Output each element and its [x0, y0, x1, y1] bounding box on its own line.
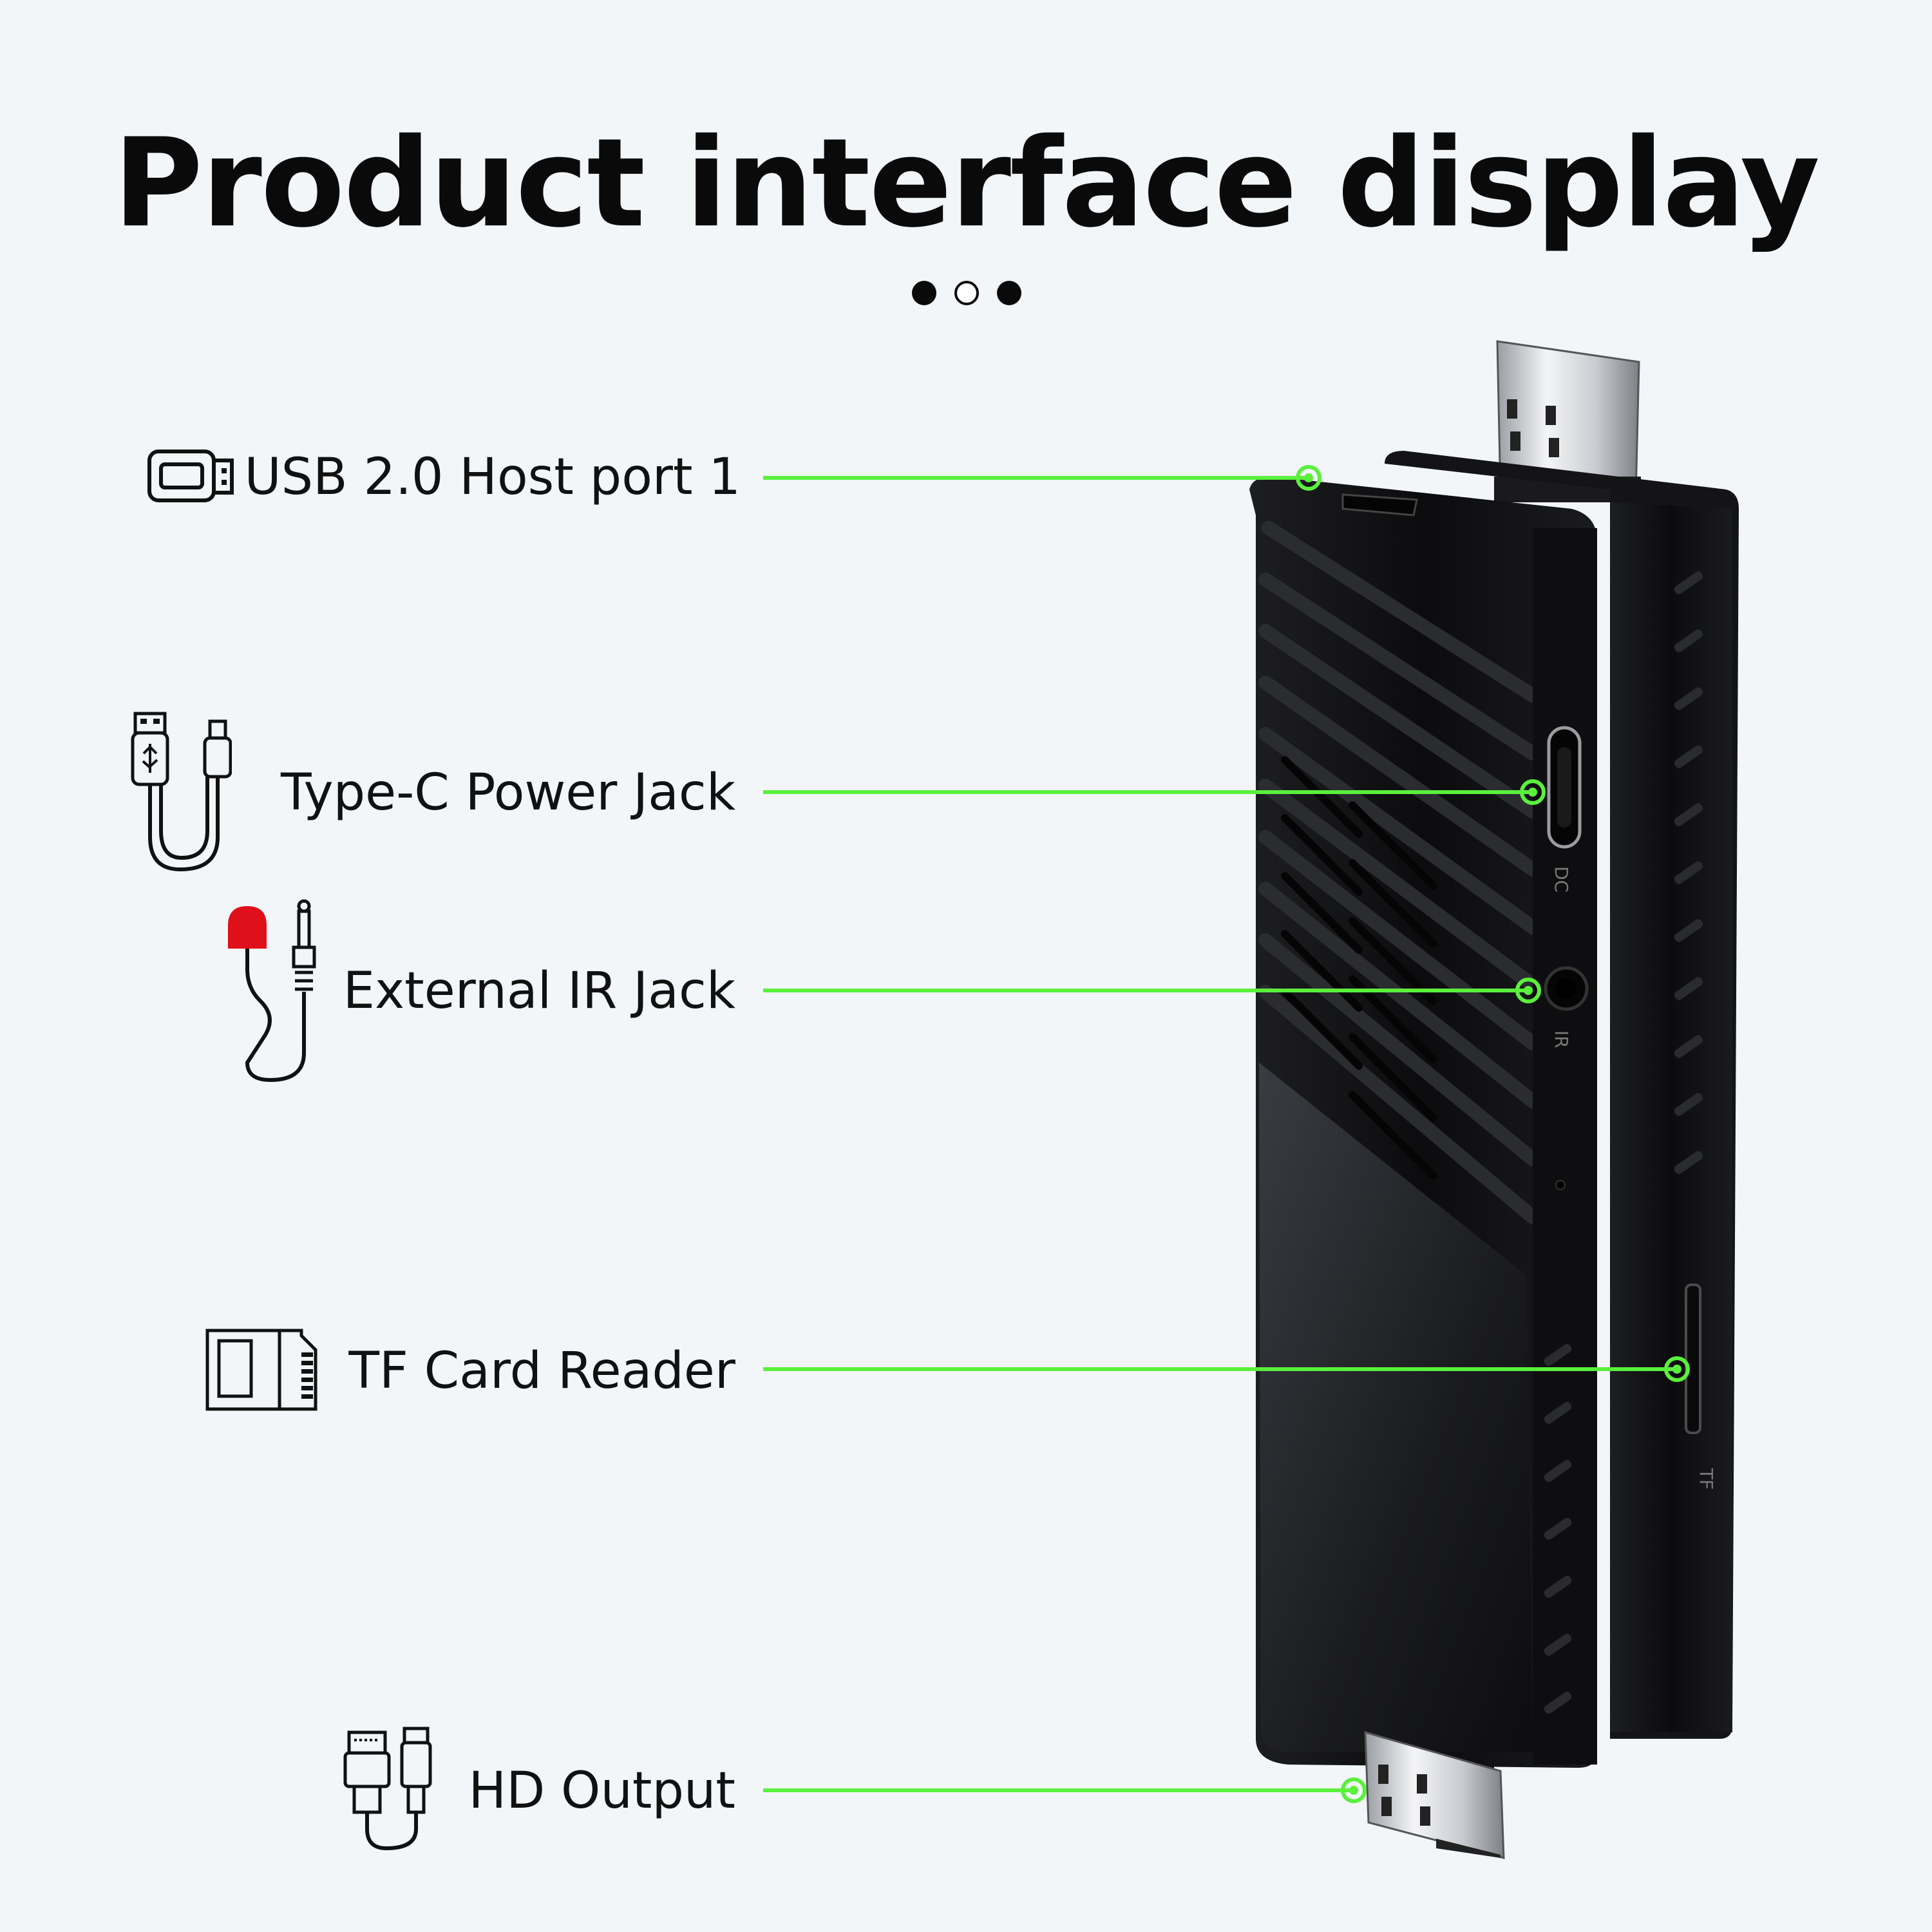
- marker-usb-port: [1296, 465, 1321, 491]
- usb-port-icon: [147, 448, 237, 506]
- pager-dot-3[interactable]: [997, 281, 1021, 305]
- hdmi-cable-icon: [340, 1726, 437, 1855]
- pager-dot-2[interactable]: [954, 281, 979, 305]
- tf-card-icon: [205, 1327, 321, 1414]
- callout-label-hd-output: HD Output: [468, 1762, 735, 1820]
- callout-label-tf-card-reader: TF Card Reader: [348, 1342, 735, 1400]
- callout-label-type-c-power-jack: Type-C Power Jack: [280, 764, 735, 822]
- page-title: Product interface display: [113, 112, 1820, 254]
- device-front-body: DC IR: [1249, 477, 1597, 1768]
- pager-dot-1[interactable]: [912, 281, 936, 305]
- callout-label-external-ir-jack: External IR Jack: [343, 962, 735, 1020]
- marker-ir-jack: [1515, 978, 1541, 1003]
- marker-type-c: [1520, 779, 1546, 805]
- ir-receiver-cable-icon: [225, 898, 328, 1092]
- usb-type-c-cable-icon: [129, 708, 232, 876]
- marker-tf-slot: [1664, 1356, 1690, 1382]
- dc-port-label: DC: [1551, 866, 1572, 893]
- callout-leader-lines: [763, 465, 1690, 1803]
- hdmi-plug-bottom: [1364, 1730, 1505, 1859]
- ir-port-label: IR: [1551, 1030, 1572, 1048]
- marker-hd-output: [1341, 1777, 1367, 1803]
- device-back-rail: TF: [1385, 451, 1739, 1739]
- tf-port-label: TF: [1696, 1468, 1717, 1490]
- callout-label-usb-host-port: USB 2.0 Host port 1: [244, 448, 741, 506]
- carousel-pager: [909, 277, 1025, 309]
